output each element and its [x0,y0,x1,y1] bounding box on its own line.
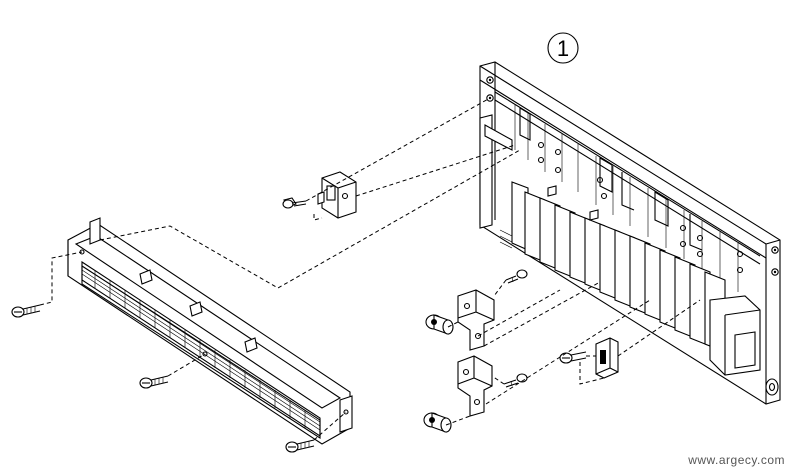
l-bracket-lower [457,355,493,417]
connector-bracket [317,171,357,219]
front-grille-panel [67,217,353,445]
frame-ribs [514,105,739,292]
screw-top [282,197,307,209]
screw-bracket-upper [505,269,528,284]
screw-mid [139,375,169,389]
frame-assembly [479,61,781,405]
rubber-foot-lower [423,412,452,433]
rubber-foot-upper [425,314,454,335]
callout-number: 1 [557,36,569,61]
assembly-guide-lines [39,97,701,441]
screw-left [11,304,41,318]
heatsink-fins [511,181,761,376]
grille-fins [81,264,321,440]
screw-clip [559,351,587,364]
callout-1: 1 [547,32,579,64]
screw-bottom [285,439,315,453]
frame-holes [486,76,779,276]
spring-clip [595,337,619,379]
l-bracket-upper [457,289,495,351]
watermark: www.argecy.com [688,453,785,467]
frame-knob [765,378,779,396]
